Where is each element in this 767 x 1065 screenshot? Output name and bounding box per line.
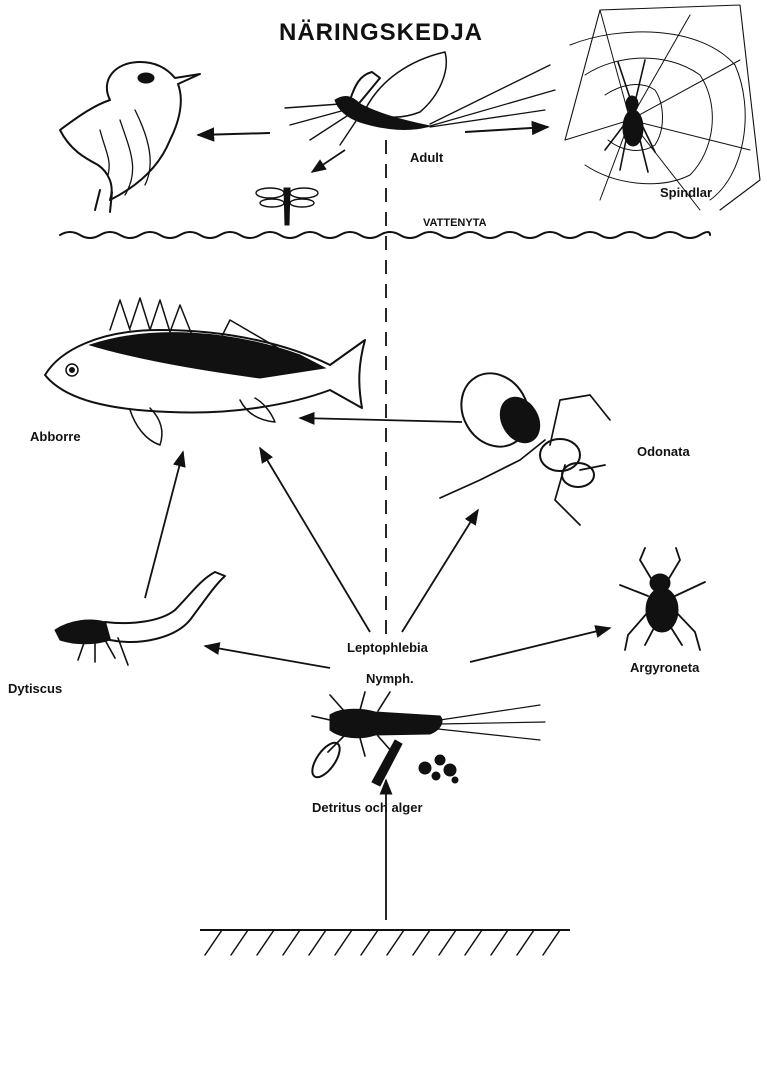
diagram-title: NÄRINGSKEDJA xyxy=(279,19,483,46)
arrow-mayfly-to-dragonfly xyxy=(312,150,345,172)
arrow-nymph-to-argyroneta xyxy=(470,628,610,662)
odonata-nymph-icon xyxy=(440,361,610,525)
bird-icon xyxy=(60,62,200,212)
label-leptophlebia: Leptophlebia xyxy=(347,640,429,655)
label-detritus: Detritus och alger xyxy=(312,800,423,815)
mayfly-nymph-icon xyxy=(312,692,545,756)
water-surface-line xyxy=(60,232,710,238)
beetle-larva-icon xyxy=(55,572,225,665)
label-perch: Abborre xyxy=(30,429,81,444)
arrow-mayfly-to-bird xyxy=(198,133,270,135)
label-adult: Adult xyxy=(410,150,444,165)
ground-hatching xyxy=(200,930,570,955)
arrow-nymph-to-odonata xyxy=(402,510,478,632)
spider-web-icon xyxy=(565,5,760,210)
label-water-surface: VATTENYTA xyxy=(423,217,487,229)
label-nymph: Nymph. xyxy=(366,671,414,686)
dragonfly-icon xyxy=(256,188,318,225)
arrow-mayfly-to-spider xyxy=(465,127,548,132)
detritus-icon xyxy=(307,738,458,786)
mayfly-icon xyxy=(285,52,555,145)
arrow-odonata-to-perch xyxy=(300,418,462,422)
water-spider-icon xyxy=(620,548,705,650)
label-odonata: Odonata xyxy=(637,444,690,459)
label-spiders: Spindlar xyxy=(660,185,712,200)
label-dytiscus: Dytiscus xyxy=(8,681,62,696)
fish-icon xyxy=(45,298,365,445)
arrow-nymph-to-dytiscus xyxy=(205,646,330,668)
arrow-dytiscus-to-perch xyxy=(145,452,183,598)
arrow-nymph-to-perch xyxy=(260,448,370,632)
label-argyroneta: Argyroneta xyxy=(630,660,700,675)
